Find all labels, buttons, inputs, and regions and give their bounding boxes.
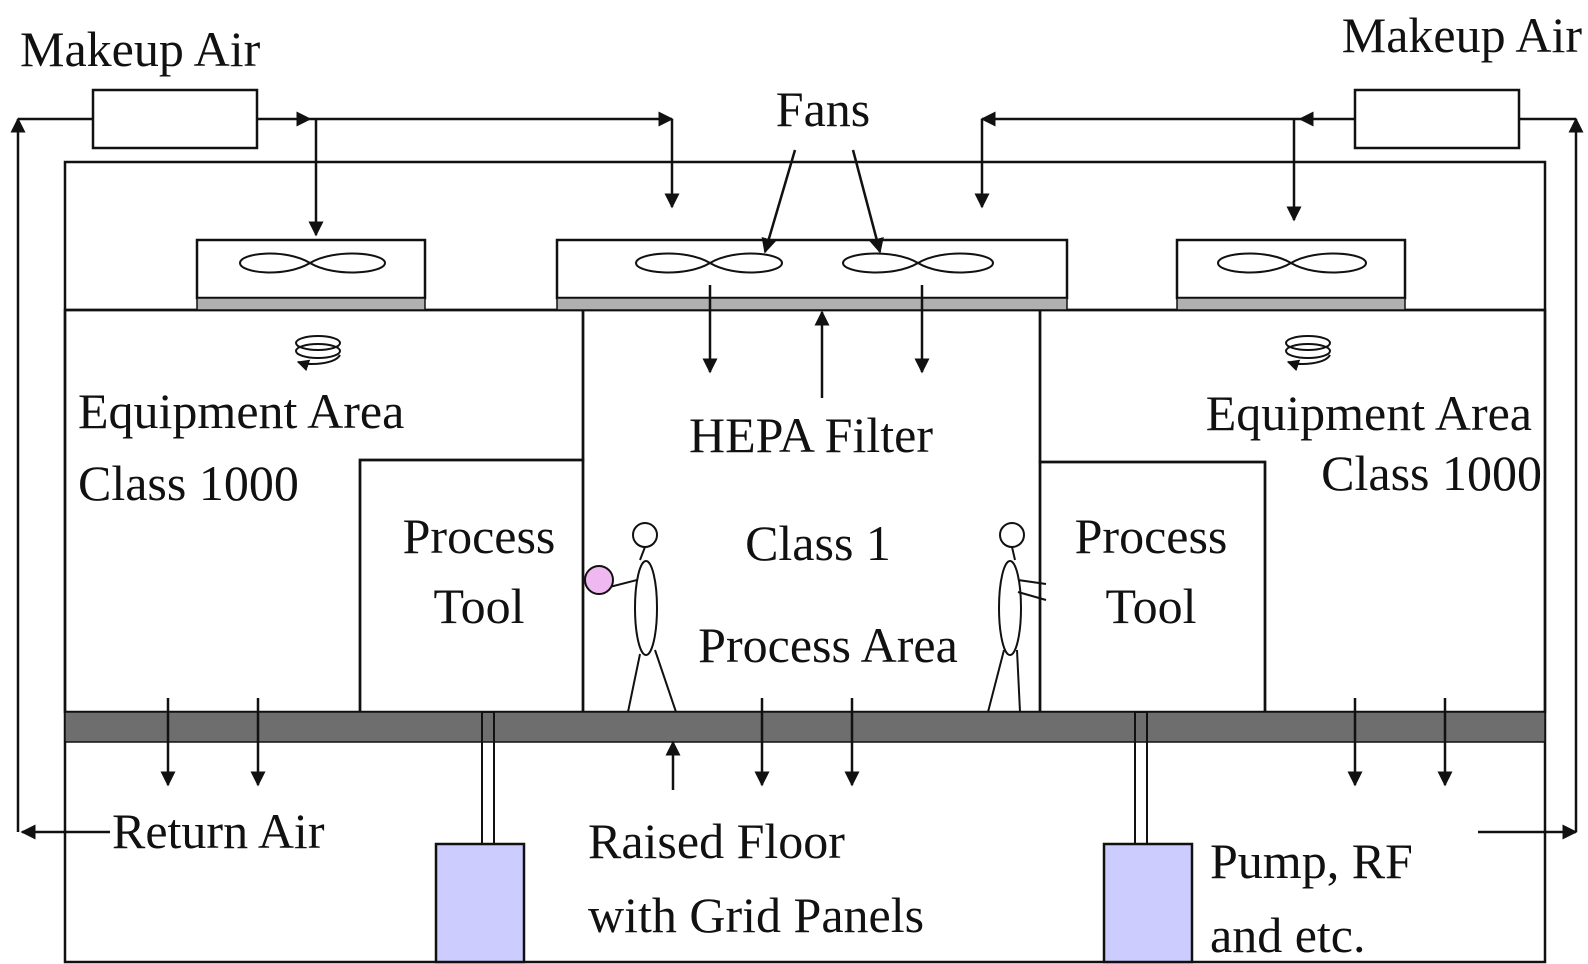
makeup-air-right-label: Makeup Air [1342,7,1583,63]
equipment-area-left-label: Equipment Area [78,383,404,439]
class-1-label: Class 1 [745,515,891,571]
class-1000-right-label: Class 1000 [1321,445,1542,501]
return-air-loop-left [10,117,110,840]
process-tool-right-label-1: Process [1075,508,1228,564]
pump-label-2: and etc. [1210,907,1365,963]
class-1000-left-label: Class 1000 [78,455,299,511]
floor-arrows-right [1347,698,1453,787]
equipment-area-right-label: Equipment Area [1206,385,1532,441]
floor-arrows-left [160,698,266,787]
makeup-air-box-left [91,88,259,150]
raised-floor [64,711,1546,743]
fan-icon [841,252,995,274]
fan-unit-right [1175,238,1407,311]
return-air-loop-right [1478,117,1584,840]
fan-unit-center [555,238,1069,311]
pump-label-1: Pump, RF [1210,833,1413,889]
makeup-air-duct-left [18,111,680,237]
process-tool-left-label-1: Process [403,508,556,564]
floor-arrows-center [665,698,860,790]
fan-icon [1216,252,1368,274]
process-area-label: Process Area [698,617,958,673]
raised-floor-label-2: with Grid Panels [588,887,924,943]
wafer-icon [584,565,614,595]
hepa-filter-label: HEPA Filter [689,407,933,463]
fan-icon [634,252,784,274]
fan-icon [238,252,387,274]
makeup-air-box-right [1353,88,1521,150]
pump-box-left [434,842,526,964]
makeup-air-duct-right [974,111,1576,222]
process-tool-right-label-2: Tool [1106,578,1197,634]
fan-unit-left [195,238,427,311]
process-tool-left-label-2: Tool [434,578,525,634]
pump-box-right [1102,842,1194,964]
makeup-air-left-label: Makeup Air [20,21,261,77]
swirl-icon [1285,335,1331,372]
fans-label: Fans [776,81,870,137]
operator-left-icon [584,522,677,713]
operator-right-icon [987,522,1047,713]
return-air-label: Return Air [112,803,325,859]
raised-floor-label-1: Raised Floor [588,813,845,869]
swirl-icon [295,335,341,372]
fans-pointer-2 [851,149,884,254]
fans-pointer-1 [761,149,797,254]
